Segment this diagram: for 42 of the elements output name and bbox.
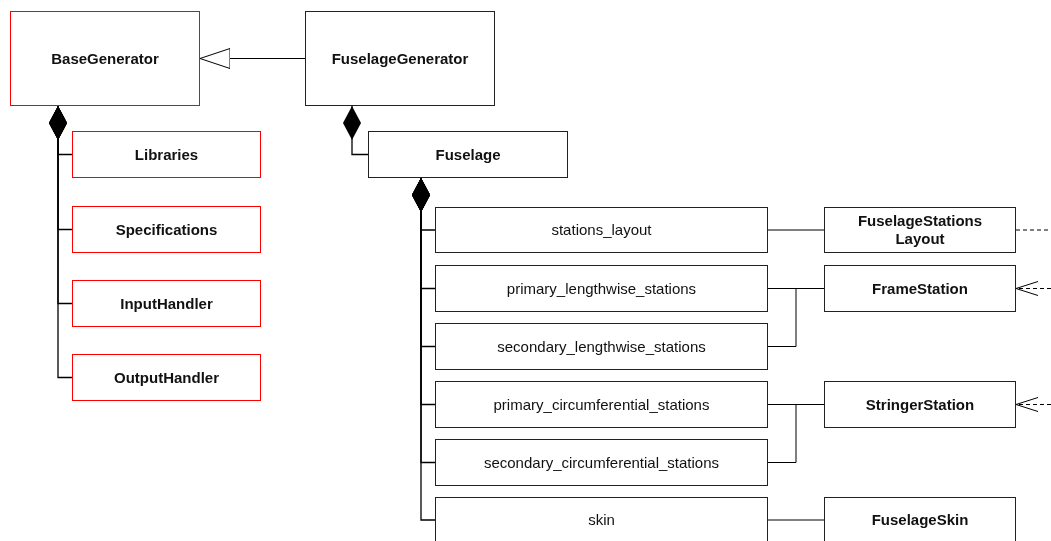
class-name: FuselageStations Layout [856, 212, 984, 248]
attribute-name: primary_lengthwise_stations [506, 279, 697, 298]
association-line [767, 229, 825, 231]
composition-connector [49, 105, 73, 379]
attribute-box [435, 497, 768, 541]
attribute-name: secondary_lengthwise_stations [497, 337, 706, 356]
class-name: BaseGenerator [51, 49, 159, 68]
attribute-box [435, 323, 768, 370]
class-name: StringerStation [865, 395, 975, 414]
class-name: Libraries [134, 145, 199, 164]
class-name: InputHandler [120, 294, 213, 313]
composition-connector [412, 177, 436, 521]
class-box [305, 11, 495, 106]
class-box [824, 381, 1016, 428]
dependency-arrow [1015, 397, 1051, 412]
class-box [10, 11, 200, 106]
class-box [72, 280, 261, 327]
class-box [824, 497, 1016, 541]
composition-connector [343, 105, 369, 156]
class-box [72, 131, 261, 178]
attribute-name: skin [588, 511, 615, 529]
class-box [824, 207, 1016, 253]
class-name: FrameStation [872, 279, 968, 298]
class-box [824, 265, 1016, 312]
attribute-box [435, 207, 768, 253]
attribute-box [435, 265, 768, 312]
association-line [767, 519, 825, 521]
class-box [72, 206, 261, 253]
class-name: FuselageGenerator [331, 49, 469, 68]
dependency-arrow [1015, 281, 1051, 296]
class-name: FuselageSkin [871, 511, 969, 529]
attribute-name: primary_circumferential_stations [493, 395, 710, 414]
attribute-box [435, 381, 768, 428]
class-name: OutputHandler [114, 368, 219, 387]
attribute-name: stations_layout [551, 221, 652, 239]
attribute-box [435, 439, 768, 486]
class-name: Specifications [115, 220, 218, 239]
class-box [72, 354, 261, 401]
inheritance-arrow [199, 48, 306, 69]
class-box [368, 131, 568, 178]
attribute-name: secondary_circumferential_stations [483, 453, 720, 472]
class-name: Fuselage [435, 145, 501, 164]
